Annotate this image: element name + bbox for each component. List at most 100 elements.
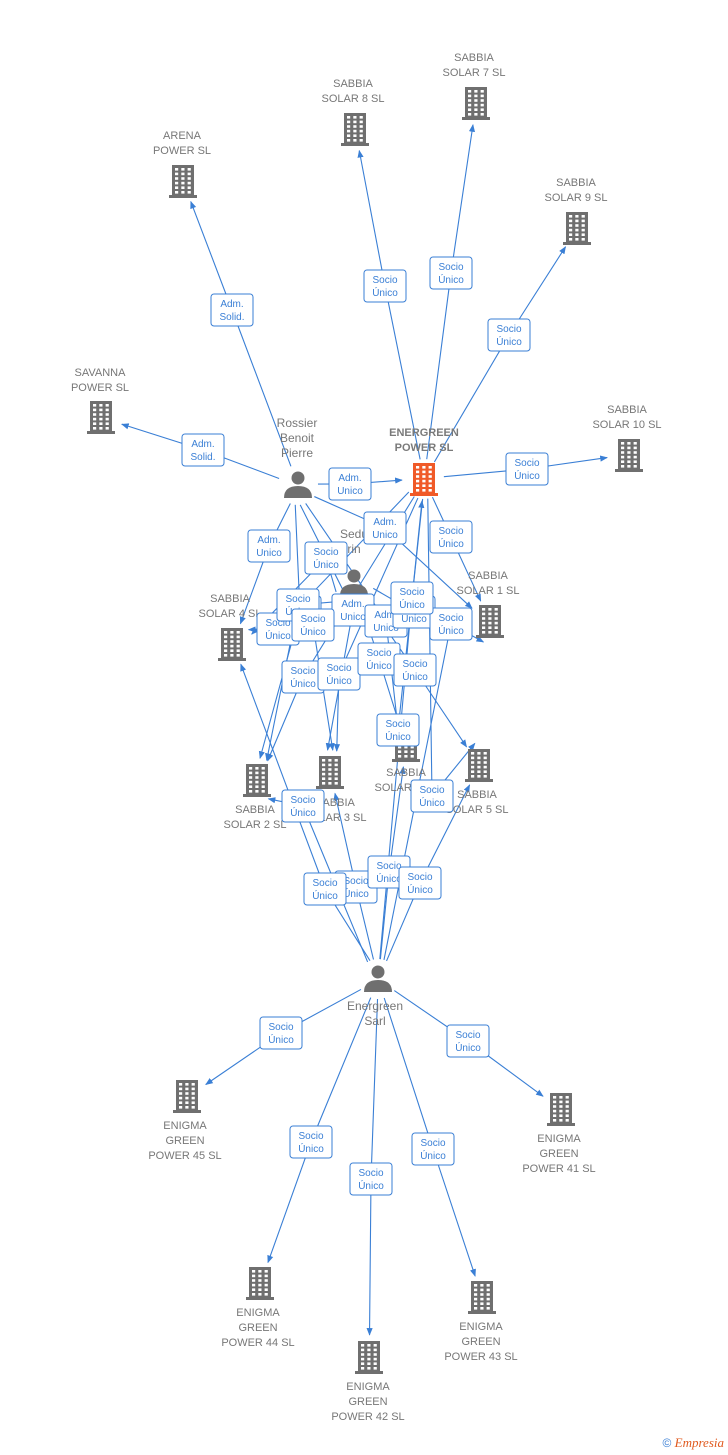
badge-text: Socio [455, 1030, 480, 1041]
badge-text: Único [407, 883, 433, 896]
badge-box [247, 529, 291, 563]
node-label: SABBIA [235, 804, 275, 816]
edge-label-badge[interactable]: Adm.Solid. [181, 433, 225, 467]
node-label: SABBIA [210, 593, 250, 605]
node-label: ENIGMA [537, 1133, 581, 1145]
edge-label-badge[interactable]: Adm.Solid. [210, 293, 254, 327]
badge-text: Único [514, 469, 540, 482]
badge-text: Socio [343, 876, 368, 887]
badge-text: Único [300, 625, 326, 638]
node-label: SABBIA [333, 78, 373, 90]
node-label: Pierre [281, 446, 313, 460]
badge-text: Único [366, 659, 392, 672]
node-label: SABBIA [607, 404, 647, 416]
badge-box [281, 789, 325, 823]
node-label: SABBIA [457, 789, 497, 801]
building-icon [563, 212, 591, 245]
badge-text: Socio [385, 719, 410, 730]
badge-text: Único [419, 796, 445, 809]
badge-text: Socio [496, 324, 521, 335]
edge-label-badge[interactable]: Adm.Unico [247, 529, 291, 563]
node-label: Sedu [340, 527, 368, 541]
badge-text: Único [298, 1142, 324, 1155]
building-icon [218, 628, 246, 661]
building-icon [355, 1341, 383, 1374]
badge-box [363, 511, 407, 545]
badge-text: Único [313, 558, 339, 571]
badge-text: Socio [402, 659, 427, 670]
node-label: POWER SL [71, 382, 129, 394]
footer-brand[interactable]: © Empresia [662, 1435, 724, 1451]
badge-text: Adm. [220, 299, 243, 310]
node-label: POWER 44 SL [221, 1337, 294, 1349]
badge-text: Único [358, 1179, 384, 1192]
node-label: SABBIA [315, 797, 355, 809]
badge-box [291, 608, 335, 642]
badge-text: Adm. [338, 473, 361, 484]
badge-text: Socio [358, 1168, 383, 1179]
badge-text: Socio [290, 795, 315, 806]
badge-box [181, 433, 225, 467]
copyright-symbol: © [662, 1436, 672, 1450]
edge-label-badge[interactable]: Adm.Unico [328, 467, 372, 501]
badge-text: Único [496, 335, 522, 348]
badge-box [398, 866, 442, 900]
building-icon [341, 113, 369, 146]
badge-box [363, 269, 407, 303]
building-icon [169, 165, 197, 198]
node-label: SOLAR 7 SL [443, 67, 506, 79]
node-label: ENIGMA [459, 1321, 503, 1333]
building-icon [316, 756, 344, 789]
node-label: POWER 43 SL [444, 1351, 517, 1363]
badge-box [487, 318, 531, 352]
building-icon [465, 749, 493, 782]
building-icon [246, 1267, 274, 1300]
brand-logo-text: Empresia [674, 1435, 724, 1450]
edge-label-badge[interactable]: Adm.Unico [363, 511, 407, 545]
